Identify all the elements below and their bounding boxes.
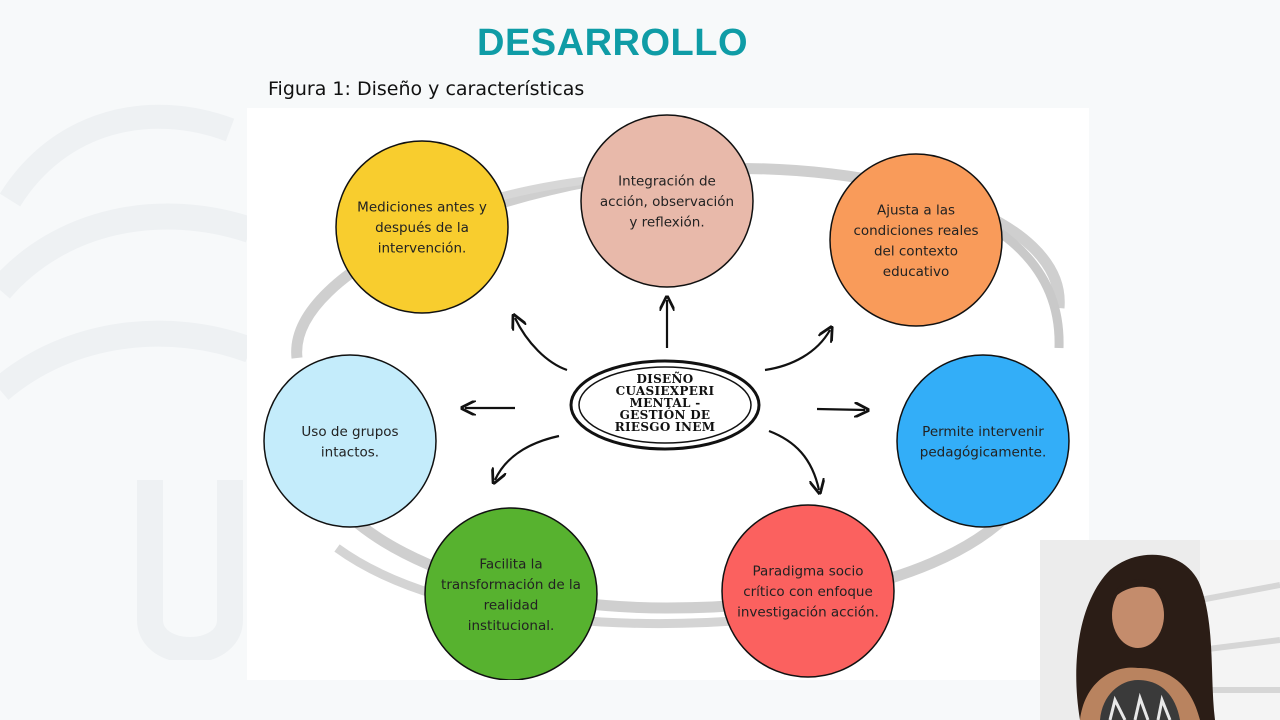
label-line: transformación de la bbox=[441, 577, 581, 593]
node-facilita-label: Facilita la transformación de la realidad i… bbox=[441, 556, 581, 634]
node-mediciones-circle bbox=[335, 140, 509, 314]
arrow-to-mediciones bbox=[515, 318, 568, 372]
label-line: crítico con enfoque bbox=[743, 584, 873, 600]
figure-caption: Figura 1: Diseño y características bbox=[268, 78, 585, 100]
arrow-to-paradigma bbox=[768, 429, 819, 490]
label-line: Paradigma socio bbox=[753, 564, 864, 580]
label-line: realidad bbox=[484, 597, 539, 613]
label-line: del contexto bbox=[874, 243, 958, 259]
label-line: investigación acción. bbox=[737, 605, 879, 621]
arrow-to-facilita bbox=[495, 434, 560, 480]
node-ajusta: Ajusta a las condiciones reales del contex… bbox=[829, 153, 1003, 327]
node-paradigma-label: Paradigma socio crítico con enfoque invest… bbox=[737, 564, 879, 621]
webcam-overlay bbox=[1040, 540, 1280, 720]
node-grupos-circle bbox=[263, 354, 437, 528]
label-line: Integración de bbox=[618, 174, 716, 190]
node-permite: Permite intervenir pedagógicamente. bbox=[896, 354, 1070, 528]
label-line: Mediciones antes y bbox=[357, 200, 487, 216]
arrow-to-ajusta bbox=[764, 330, 830, 372]
node-ajusta-label: Ajusta a las condiciones reales del contex… bbox=[853, 202, 978, 280]
label-line: Ajusta a las bbox=[877, 202, 955, 218]
label-line: GESTIÓN DE bbox=[620, 406, 711, 422]
label-line: institucional. bbox=[468, 618, 555, 634]
label-line: pedagógicamente. bbox=[920, 444, 1046, 460]
label-line: condiciones reales bbox=[853, 223, 978, 239]
background-watermark bbox=[0, 104, 250, 660]
label-line: MENTAL - bbox=[630, 396, 701, 410]
label-line: RIESGO INEM bbox=[615, 420, 716, 434]
node-permite-label: Permite intervenir pedagógicamente. bbox=[920, 424, 1046, 461]
node-facilita-circle bbox=[424, 507, 598, 680]
node-mediciones: Mediciones antes y después de la intervenc… bbox=[335, 140, 509, 314]
slide-title: DESARROLLO bbox=[477, 22, 748, 64]
node-mediciones-label: Mediciones antes y después de la intervenc… bbox=[357, 200, 487, 257]
label-line: intactos. bbox=[321, 444, 379, 460]
label-line: DISEÑO bbox=[636, 371, 693, 386]
label-line: Permite intervenir bbox=[922, 424, 1044, 440]
node-permite-circle bbox=[896, 354, 1070, 528]
node-integracion-label: Integración de acción, observación y refle… bbox=[600, 174, 734, 231]
label-line: acción, observación bbox=[600, 194, 734, 210]
node-grupos-label: Uso de grupos intactos. bbox=[301, 424, 398, 461]
label-line: educativo bbox=[883, 264, 949, 280]
node-integracion: Integración de acción, observación y refle… bbox=[580, 114, 754, 288]
label-line: intervención. bbox=[378, 241, 467, 257]
arrow-to-permite bbox=[816, 409, 865, 410]
node-facilita: Facilita la transformación de la realidad i… bbox=[424, 507, 598, 680]
node-ajusta-circle bbox=[829, 153, 1003, 327]
label-line: CUASIEXPERI bbox=[616, 384, 715, 398]
arrows bbox=[465, 300, 865, 490]
node-integracion-circle bbox=[580, 114, 754, 288]
label-line: Facilita la bbox=[479, 556, 542, 572]
label-line: y reflexión. bbox=[629, 215, 704, 231]
node-grupos: Uso de grupos intactos. bbox=[263, 354, 437, 528]
node-paradigma-circle bbox=[721, 504, 895, 678]
node-paradigma: Paradigma socio crítico con enfoque invest… bbox=[721, 504, 895, 678]
presenter-video-image bbox=[1040, 540, 1280, 720]
label-line: después de la bbox=[375, 220, 469, 236]
label-line: Uso de grupos bbox=[301, 424, 398, 440]
